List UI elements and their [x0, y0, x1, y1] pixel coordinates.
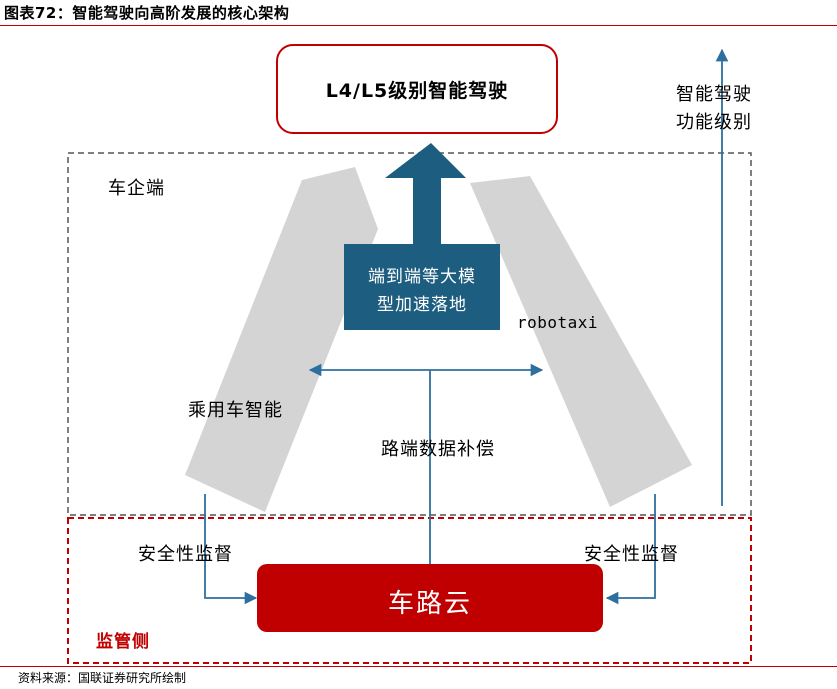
passenger-label: 乘用车智能	[188, 400, 283, 421]
figure-title: 图表72：智能驾驶向高阶发展的核心架构	[4, 4, 290, 22]
right-axis-label-2: 功能级别	[676, 112, 752, 133]
top-goal-label: L4/L5级别智能驾驶	[325, 80, 509, 102]
e2e-label-2: 型加速落地	[377, 295, 467, 315]
robotaxi-label: robotaxi	[517, 313, 599, 332]
e2e-up-arrow	[344, 143, 500, 330]
top-goal-box	[276, 44, 558, 134]
bottom-rule	[0, 666, 837, 667]
cloud-label: 车路云	[387, 589, 472, 619]
right-axis-label-1: 智能驾驶	[676, 84, 752, 105]
cloud-box	[257, 564, 603, 632]
e2e-label-1: 端到端等大模	[368, 267, 476, 287]
safety-left-label: 安全性监督	[138, 544, 233, 565]
top-rule	[0, 25, 837, 26]
vehicle-region	[67, 152, 752, 516]
left-pillar	[185, 167, 378, 512]
right-pillar	[470, 176, 692, 507]
safety-right-label: 安全性监督	[584, 544, 679, 565]
regulator-label: 监管侧	[96, 632, 150, 652]
safety-left-connector	[204, 494, 258, 605]
roadside-label: 路端数据补偿	[381, 439, 495, 460]
source-note: 资料来源：国联证券研究所绘制	[18, 671, 187, 685]
regulator-region	[67, 517, 752, 664]
vehicle-region-label: 车企端	[108, 178, 165, 199]
safety-right-connector	[605, 494, 656, 605]
